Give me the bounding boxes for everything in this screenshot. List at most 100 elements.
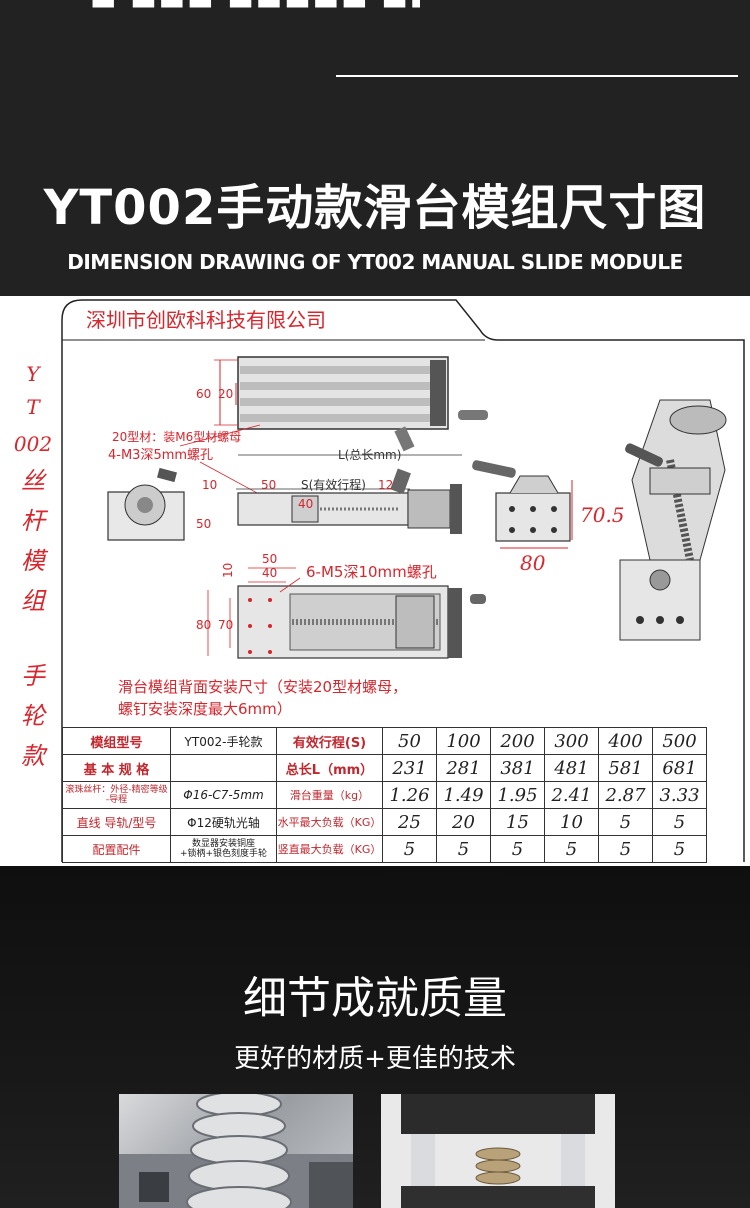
- side-label-char: Y: [26, 362, 41, 386]
- dim-label: 80: [196, 618, 211, 632]
- table-cell: 681: [652, 754, 707, 782]
- dim-label: 50: [262, 552, 277, 566]
- details-section: 细节成就质量 更好的材质+更佳的技术: [0, 866, 750, 1208]
- table-cell: 5: [598, 835, 653, 863]
- dim-label: 70: [218, 618, 233, 632]
- table-cell: 3.33: [652, 781, 707, 809]
- cell-line: 滚珠丝杆：外径-精密等级: [65, 785, 168, 795]
- table-cell: 400: [598, 727, 653, 755]
- side-label-char: 组: [21, 587, 47, 615]
- dim-label: 20: [218, 387, 233, 401]
- table-cell: 300: [544, 727, 599, 755]
- company-name: 深圳市创欧科科技有限公司: [86, 308, 326, 332]
- dim-label: 70.5: [580, 503, 625, 527]
- side-label-char: 杆: [21, 507, 49, 535]
- side-label-char: 002: [14, 432, 52, 456]
- table-cell: 滚珠丝杆：外径-精密等级-导程: [62, 781, 171, 809]
- isometric-view-drawing: [619, 399, 727, 641]
- cell-line: -导程: [105, 795, 128, 805]
- table-cell: 25: [382, 808, 437, 836]
- ball-screw-photo: [119, 1094, 353, 1208]
- table-cell: 5: [652, 808, 707, 836]
- table-cell: 5: [544, 835, 599, 863]
- table-cell: 1.26: [382, 781, 437, 809]
- nut-note: 20型材：装M6型材螺母: [112, 430, 241, 444]
- table-cell: 2.41: [544, 781, 599, 809]
- top-view-drawing: 60 20: [196, 356, 488, 452]
- side-label-char: 模: [21, 547, 49, 575]
- table-row: 滚珠丝杆：外径-精密等级-导程 Φ16-C7-5mm 滑台重量（kg） 1.26…: [62, 781, 707, 809]
- table-cell: 500: [652, 727, 707, 755]
- table-cell: 2.87: [598, 781, 653, 809]
- table-cell: 231: [382, 754, 437, 782]
- divider-line: [336, 75, 738, 77]
- table-cell: 滑台重量（kg）: [276, 781, 383, 809]
- table-cell: 5: [652, 835, 707, 863]
- table-cell: 总长L（mm）: [276, 754, 383, 782]
- table-cell: 数显器安装铜座+锁柄+银色刻度手轮: [170, 835, 277, 863]
- dim-label: 12: [378, 478, 393, 492]
- hole-note-m5: 6-M5深10mm螺孔: [306, 563, 437, 581]
- table-cell: 水平最大负载（KG）: [276, 808, 383, 836]
- table-cell: 基 本 规 格: [62, 754, 171, 782]
- details-title: 细节成就质量: [243, 973, 507, 1024]
- table-cell: 481: [544, 754, 599, 782]
- table-cell: 5: [382, 835, 437, 863]
- dim-label: 50: [261, 478, 276, 492]
- table-cell: Φ16-C7-5mm: [170, 781, 277, 809]
- dim-label: 10: [202, 478, 217, 492]
- table-cell: 20: [436, 808, 491, 836]
- total-length-label: L(总长mm): [338, 448, 401, 462]
- top-banner: ■ ■■■ ■■■■■ ■■ YT002手动款滑台模组尺寸图 DIMENSION…: [0, 0, 750, 296]
- dim-label: 10: [221, 563, 235, 578]
- table-row: 直线 导轨/型号 Φ12硬轨光轴 水平最大负载（KG） 25 20 15 10 …: [62, 808, 707, 836]
- hole-note-m3: 4-M3深5mm螺孔: [108, 448, 213, 463]
- side-label-char: 丝: [21, 467, 47, 495]
- table-cell: YT002-手轮款: [170, 727, 277, 755]
- table-cell: 200: [490, 727, 545, 755]
- table-cell: 模组型号: [62, 727, 171, 755]
- side-label: Y T 002 丝 杆 模 组 手 轮 款: [14, 362, 52, 770]
- table-row: 配置配件 数显器安装铜座+锁柄+银色刻度手轮 竖直最大负载（KG） 5 5 5 …: [62, 835, 707, 863]
- table-cell: 配置配件: [62, 835, 171, 863]
- back-mount-note-line2: 螺钉安装深度最大6mm）: [118, 700, 292, 718]
- back-mount-note-line1: 滑台模组背面安装尺寸（安装20型材螺母，: [118, 678, 407, 696]
- table-cell: 1.49: [436, 781, 491, 809]
- dim-label: 40: [298, 497, 313, 511]
- side-label-char: 轮: [21, 702, 47, 730]
- table-cell: 281: [436, 754, 491, 782]
- table-row: 模组型号 YT002-手轮款 有效行程(S) 50 100 200 300 40…: [62, 727, 707, 755]
- page-subtitle: DIMENSION DRAWING OF YT002 MANUAL SLIDE …: [67, 250, 683, 274]
- side-label-char: T: [26, 395, 41, 419]
- bottom-view-drawing: 50 40 10 80 70 6-M5深10mm螺孔: [196, 552, 486, 659]
- side-label-char: 手: [21, 662, 47, 690]
- dimension-drawing: 深圳市创欧科科技有限公司 Y T 002 丝 杆 模 组 手 轮 款: [14, 299, 745, 862]
- right-end-view-drawing: 70.5 80: [472, 460, 625, 575]
- previous-heading-fragment: ■ ■■■ ■■■■■ ■■: [90, 0, 420, 8]
- table-cell: 100: [436, 727, 491, 755]
- table-cell: 有效行程(S): [276, 727, 383, 755]
- side-view-drawing: L(总长mm) S(有效行程) 10 50 12 40 50: [196, 448, 462, 534]
- table-cell: 381: [490, 754, 545, 782]
- table-row: 基 本 规 格 总长L（mm） 231 281 381 481 581 681: [62, 754, 707, 782]
- dim-label: 80: [520, 551, 546, 575]
- page-title: YT002手动款滑台模组尺寸图: [43, 180, 707, 236]
- end-view-drawing: [107, 467, 185, 541]
- table-cell: 5: [436, 835, 491, 863]
- table-cell: 50: [382, 727, 437, 755]
- dim-label: 60: [196, 387, 211, 401]
- table-cell: Φ12硬轨光轴: [170, 808, 277, 836]
- spec-table: 模组型号 YT002-手轮款 有效行程(S) 50 100 200 300 40…: [62, 727, 707, 863]
- slide-block-photo: [381, 1094, 615, 1208]
- table-cell: 直线 导轨/型号: [62, 808, 171, 836]
- table-cell: 581: [598, 754, 653, 782]
- table-cell: 5: [598, 808, 653, 836]
- dim-label: 50: [196, 517, 211, 531]
- side-label-char: 款: [21, 742, 48, 770]
- details-subtitle: 更好的材质+更佳的技术: [234, 1044, 516, 1074]
- table-cell: 15: [490, 808, 545, 836]
- table-cell: 10: [544, 808, 599, 836]
- dim-label: 40: [262, 566, 277, 580]
- table-cell: 5: [490, 835, 545, 863]
- cell-line: 数显器安装铜座: [191, 839, 255, 849]
